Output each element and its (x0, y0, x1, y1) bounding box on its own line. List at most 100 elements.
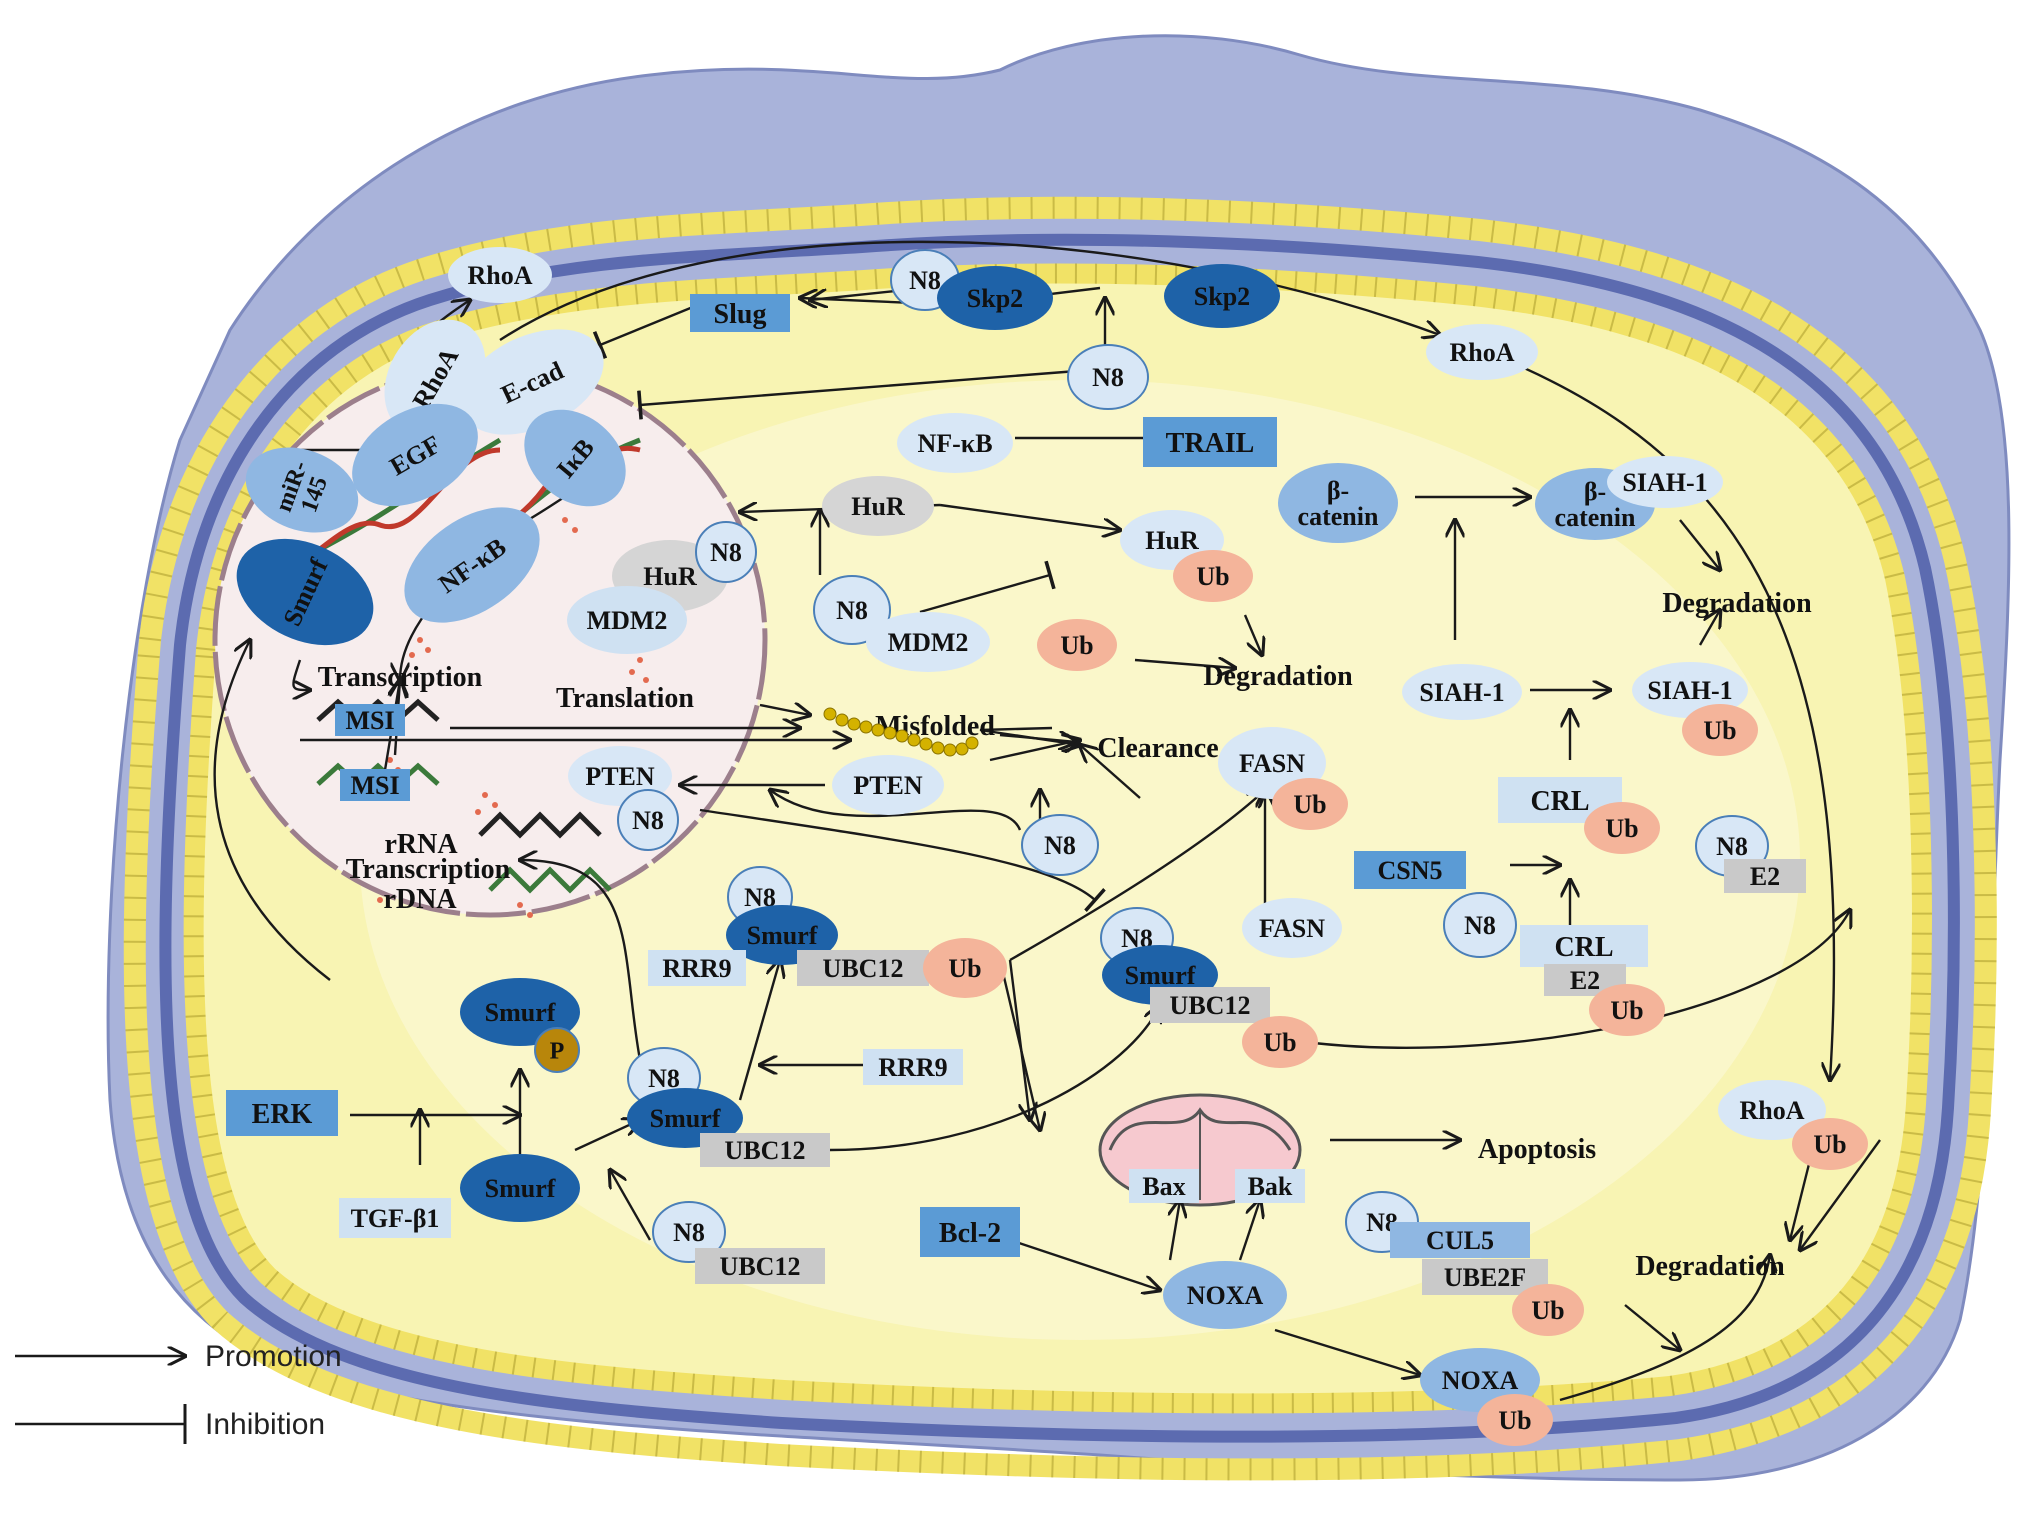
nucleus-rhoa-shape (384, 319, 486, 437)
rrr9-box-label: RRR9 (878, 1053, 947, 1082)
trail-box-shape (1143, 417, 1277, 467)
phospho-badge: P (534, 1027, 580, 1073)
skp2-free: Skp2 (1164, 264, 1280, 328)
nucleus-smurf-shape (236, 538, 374, 646)
msi-bottom-label: MSI (350, 771, 399, 800)
noxa: NOXA (1163, 1261, 1287, 1329)
ub-crl: Ub (1584, 802, 1660, 854)
erk-box: ERK (226, 1090, 338, 1136)
siah1-ubiquitinated-label: SIAH-1 (1647, 676, 1732, 705)
nucleus-smurf: Smurf (236, 538, 374, 646)
ubc12-low-shape (700, 1133, 830, 1167)
bak-box-label: Bak (1248, 1172, 1293, 1201)
ub-rhoa-shape (1792, 1118, 1868, 1170)
ubc12-mid: UBC12 (1150, 987, 1270, 1023)
nucleus-mdm2-shape (567, 586, 687, 654)
ub-cul5: Ub (1512, 1284, 1584, 1336)
nucleus-egf: EGF (352, 403, 478, 507)
ub-crl-shape (1584, 802, 1660, 854)
tgfb1-box-label: TGF-β1 (351, 1204, 440, 1233)
tgfb1-box: TGF-β1 (339, 1198, 451, 1238)
rrr9-top-shape (648, 950, 746, 986)
nucleus-n8-pten-shape (617, 789, 679, 851)
crl-bottom-label: CRL (1554, 932, 1613, 963)
ub-noxa-label: Ub (1498, 1406, 1531, 1435)
rhoa-ubiquitinated-label: RhoA (1739, 1096, 1804, 1125)
nucleus-mir145-shape (245, 447, 359, 533)
ub-crl-bottom-shape (1589, 984, 1665, 1036)
fasn-free-shape (1242, 898, 1342, 958)
promotion-arrows (213, 240, 1881, 1402)
ub-siah1-label: Ub (1703, 716, 1736, 745)
trail-box: TRAIL (1143, 417, 1277, 467)
n8-free-label: N8 (1092, 363, 1124, 392)
siah1-bound-shape (1607, 456, 1723, 508)
rrna-label: rRNA (384, 829, 458, 860)
rhoa-cytoplasm-right-shape (1426, 324, 1538, 380)
n8-mdm2-complex-label: N8 (836, 596, 868, 625)
siah1-shape (1402, 664, 1522, 720)
degradation-hur: Degradation (1203, 661, 1353, 692)
hur-ubiquitinated-label: HuR (1145, 526, 1199, 555)
smurf-free: Smurf (460, 1154, 580, 1222)
cul5-box-label: CUL5 (1426, 1226, 1494, 1255)
smurf-mid-label: Smurf (1125, 961, 1196, 990)
n8-mdm2-complex: N8 (813, 575, 891, 645)
n8-crl-complex: N8 (1443, 892, 1517, 958)
nucleus-n8-pten: N8 (617, 789, 679, 851)
siah1-bound: SIAH-1 (1607, 456, 1723, 508)
ubc12-low: UBC12 (700, 1133, 830, 1167)
membrane-outer-beads (123, 196, 1997, 1481)
hur-free: HuR (822, 476, 934, 536)
nucleus-n8-hur-shape (695, 521, 757, 583)
translation-label: Translation (556, 683, 694, 714)
membrane-band (159, 233, 1960, 1443)
n8-pten-free-shape (1021, 814, 1099, 876)
smurf-free-label: Smurf (485, 1174, 556, 1203)
ub-crl-bottom-label: Ub (1610, 996, 1643, 1025)
csn5-box: CSN5 (1354, 851, 1466, 889)
mdm2-cytoplasm-shape (866, 612, 990, 672)
cul5-box: CUL5 (1390, 1222, 1530, 1258)
bax-box: Bax (1129, 1169, 1199, 1203)
slug-box-label: Slug (714, 299, 767, 330)
crl-box: CRL (1498, 777, 1622, 823)
clearance-label-label: Clearance (1097, 733, 1218, 764)
tgfb1-box-shape (339, 1198, 451, 1238)
fasn-free-label: FASN (1259, 914, 1325, 943)
ub-fasn-label: Ub (1293, 790, 1326, 819)
ubc12-mid-label: UBC12 (1170, 991, 1251, 1020)
crl-bottom: CRL (1520, 925, 1648, 967)
n8-ubc12-complex-shape (652, 1201, 726, 1263)
rrna-label-label: rRNA (384, 829, 458, 860)
n8-e2-complex-label: N8 (1716, 832, 1748, 861)
pten-free: PTEN (832, 755, 944, 815)
ubc12-free-label: UBC12 (720, 1252, 801, 1281)
rrr9-box-shape (863, 1049, 963, 1085)
ub-rhoa: Ub (1792, 1118, 1868, 1170)
ub-hur: Ub (1173, 550, 1253, 602)
smurf-top-label: Smurf (747, 921, 818, 950)
apoptosis-label: Apoptosis (1478, 1134, 1596, 1165)
siah1-ubiquitinated-shape (1632, 662, 1748, 718)
skp2-bound-shape (937, 266, 1053, 330)
crl-box-label: CRL (1530, 786, 1589, 817)
n8-pten-free-label: N8 (1044, 831, 1076, 860)
apoptosis-label-label: Apoptosis (1478, 1134, 1596, 1165)
rdna-label: rDNA (383, 884, 457, 915)
ub-mdm2-shape (1037, 619, 1117, 671)
degradation-bottom: Degradation (1635, 1251, 1785, 1282)
bcl2-box: Bcl-2 (920, 1207, 1020, 1257)
ub-crl-label: Ub (1605, 814, 1638, 843)
beta-catenin-bound-label: β-catenin (1555, 477, 1636, 532)
n8-ubc12-complex-label: N8 (673, 1218, 705, 1247)
degradation-hur-label: Degradation (1203, 661, 1353, 692)
ub-noxa: Ub (1477, 1394, 1553, 1446)
siah1: SIAH-1 (1402, 664, 1522, 720)
skp2-free-shape (1164, 264, 1280, 328)
msi-top-label: MSI (345, 706, 394, 735)
rhoa-ubiquitinated-shape (1718, 1080, 1826, 1140)
rhoa-ubiquitinated: RhoA (1718, 1080, 1826, 1140)
hur-free-shape (822, 476, 934, 536)
